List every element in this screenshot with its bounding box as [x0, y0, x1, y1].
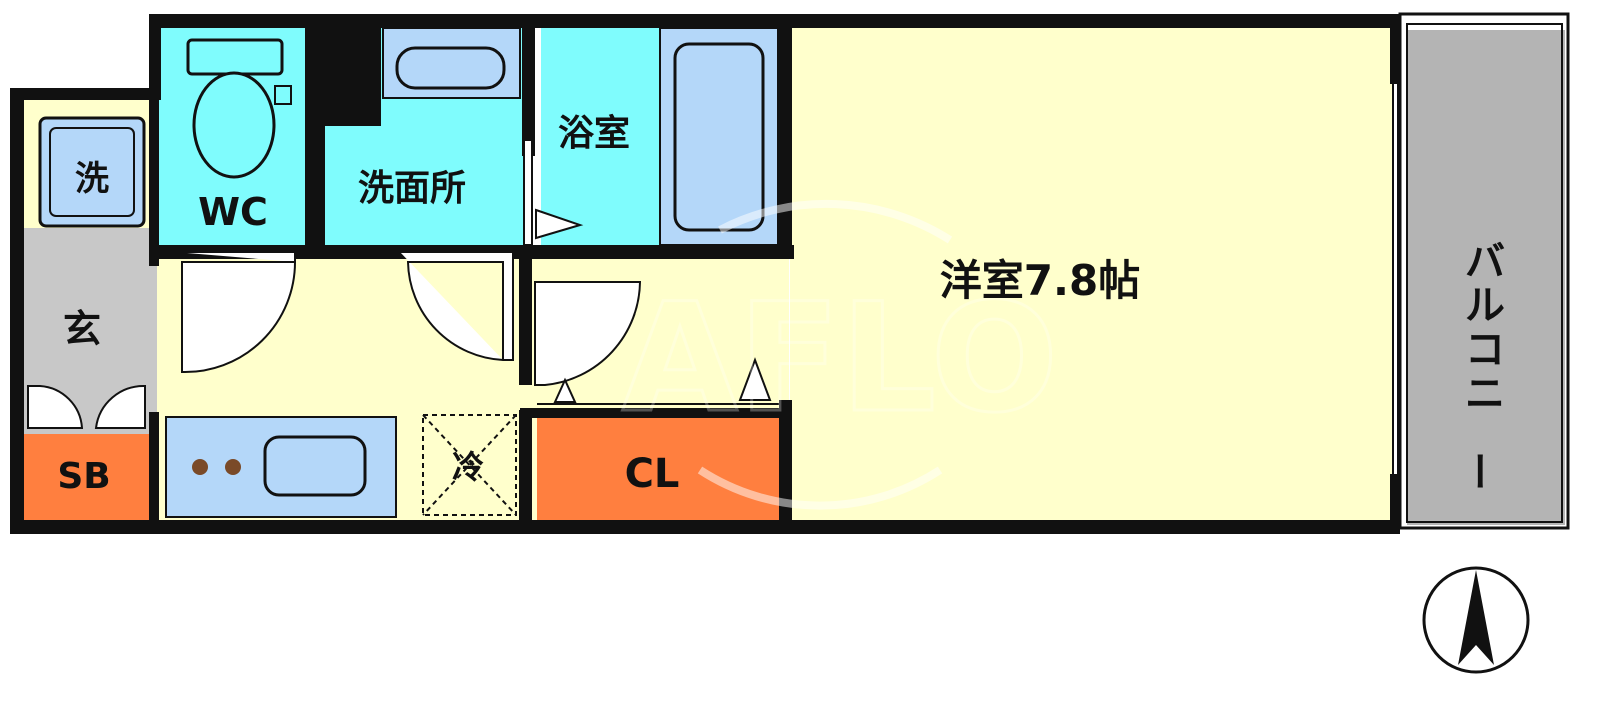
north-arrow-icon — [1422, 566, 1530, 674]
room-area — [790, 26, 1392, 521]
wash-label: 洗 — [75, 159, 109, 199]
entrance-label: 玄 — [63, 307, 101, 351]
bathroom-door — [523, 139, 584, 246]
wall — [325, 26, 381, 126]
washroom-label: 洗面所 — [358, 168, 466, 209]
wall — [10, 520, 1399, 534]
wall — [522, 26, 535, 156]
balcony-area — [1407, 30, 1565, 525]
closet-area — [537, 415, 782, 521]
wall — [10, 88, 157, 100]
toilet-icon — [186, 38, 292, 179]
wall — [520, 408, 790, 418]
sink-icon — [382, 27, 521, 99]
wall — [779, 400, 792, 522]
washroom-door — [400, 251, 514, 361]
walls — [10, 14, 1400, 534]
room-label: 洋室7.8帖 — [940, 256, 1140, 305]
wall — [149, 14, 161, 100]
entrance-door — [27, 385, 84, 429]
sb-label: SB — [57, 456, 110, 497]
watermark: AFLO — [620, 199, 1060, 510]
wc-label: WC — [198, 190, 268, 234]
wall — [10, 88, 24, 532]
wall — [1390, 14, 1400, 84]
wall — [519, 410, 532, 522]
fridge-label: 冷 — [452, 448, 484, 486]
closet-door — [553, 377, 577, 403]
doors — [27, 251, 782, 429]
wall — [779, 26, 792, 258]
stove-icon — [165, 416, 397, 518]
balcony-window — [1392, 12, 1570, 530]
closet-label: CL — [625, 451, 680, 497]
closet-door — [738, 357, 772, 401]
wall — [149, 14, 1399, 28]
balcony-label: バルコニー — [1455, 239, 1505, 491]
bathtub-icon — [659, 27, 779, 246]
washer-icon — [38, 116, 146, 228]
room-door — [534, 281, 642, 386]
entrance-door — [94, 384, 146, 429]
fridge-space — [422, 414, 517, 516]
watermark-text: AFLO — [622, 272, 1058, 446]
wall — [149, 412, 159, 522]
sb-area — [22, 434, 150, 521]
wall — [519, 245, 532, 385]
wc-door — [175, 251, 296, 374]
bath-label: 浴室 — [558, 113, 630, 154]
wall — [149, 100, 159, 266]
wall — [305, 26, 325, 258]
wall — [1390, 474, 1400, 534]
